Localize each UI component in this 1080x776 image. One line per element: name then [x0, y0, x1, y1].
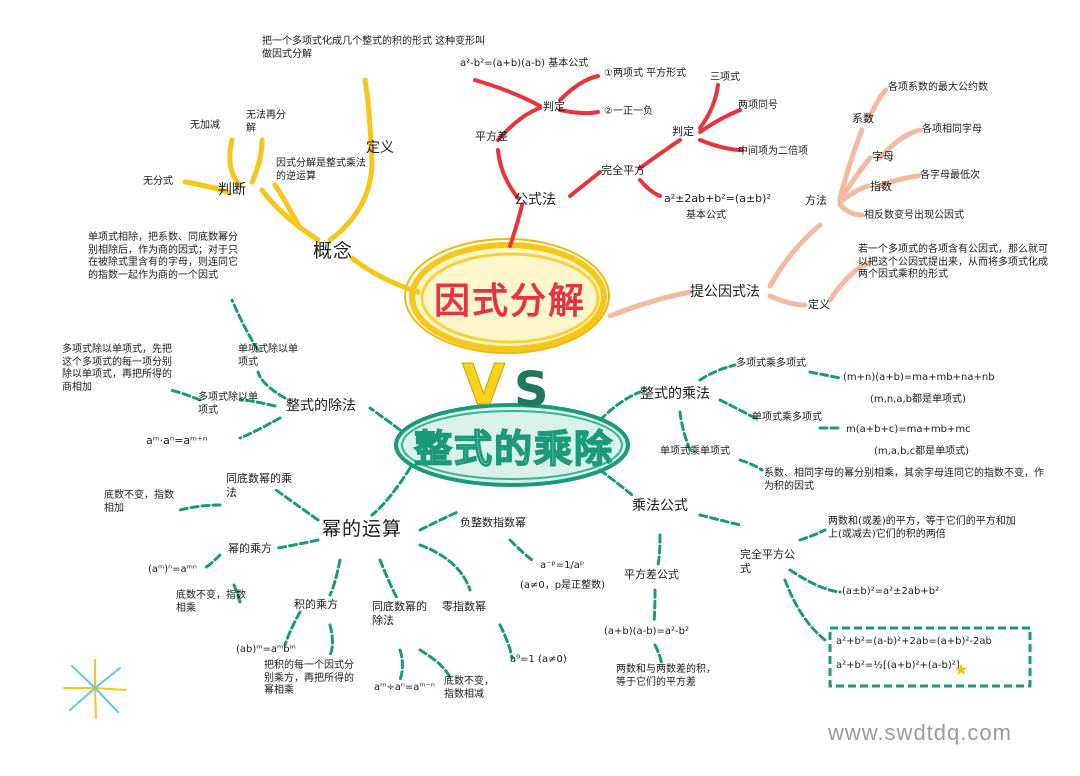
- power-of-power-rule: 底数不变，指数相乘: [176, 590, 246, 614]
- diff-squares-formula: a²-b²=(a+b)(a-b) 基本公式: [460, 58, 589, 69]
- neg-exp-formula: a⁻ᵖ=1/aᵖ: [540, 560, 585, 571]
- same-base-div-label: 同底数幂的除法: [372, 600, 427, 627]
- perfect-square-criterion-2: 两项同号: [738, 100, 778, 111]
- power-of-product-rule: 把积的每一个因式分别乘方，再把所得的幂相乘: [264, 660, 354, 696]
- perfect-square-criterion-3: 中间项为二倍项: [738, 146, 808, 157]
- judge-item-no-fraction: 无分式: [143, 176, 173, 187]
- method-item-exponent: 指数: [870, 180, 892, 193]
- division-formula: aᵐ·aⁿ=aᵐ⁺ⁿ: [146, 434, 208, 447]
- box-formula-2: a²+b²=½[(a+b)²+(a-b)²]: [836, 660, 960, 671]
- formula-method-label: 公式法: [514, 192, 556, 208]
- center-top-bubble: [404, 238, 610, 354]
- method-detail-lowest: 各字母最低次: [920, 170, 980, 181]
- poly-div-rule: 多项式除以单项式，先把这个多项式的每一项分别除以单项式，再把所得的商相加: [62, 344, 172, 393]
- formula-branches: [473, 74, 744, 248]
- watermark-url: www.swdtdq.com: [828, 720, 1012, 745]
- zero-exp-label: 零指数幂: [442, 600, 486, 613]
- perfect-square-label: 完全平方: [601, 164, 645, 177]
- mono-mono-rule: 系数、相同字母的幂分别相乘，其余字母连同它的指数不变，作为积的因式: [764, 468, 1044, 492]
- diff-squares-criterion-2: ②一正一负: [604, 106, 653, 117]
- perfect-square-expansion: (a±b)²=a²±2ab+b²: [842, 586, 940, 597]
- cf-definition-text: 若一个多项式的各项含有公因式，那么就可以把这个公因式提出来，从而将多项式化成两个…: [858, 244, 1048, 280]
- firework-doodle: [63, 659, 127, 719]
- power-of-power-formula: (aᵐ)ⁿ=aᵐⁿ: [148, 564, 197, 575]
- division-branches: [168, 298, 402, 440]
- neg-exp-label: 负整数指数幂: [460, 516, 526, 529]
- diff-squares-formula-label: 平方差公式: [624, 568, 679, 581]
- concept-branches: [182, 77, 421, 295]
- perfect-square-criterion-1: 三项式: [710, 72, 740, 83]
- poly-div-label: 多项式除以单项式: [198, 392, 258, 416]
- same-base-div-rule: 底数不变，指数相减: [444, 676, 494, 700]
- perfect-square-judge: 判定: [672, 125, 694, 138]
- box-formula-1: a²+b²=(a-b)²+2ab=(a+b)²-2ab: [836, 636, 992, 647]
- mono-div-rule: 单项式相除，把系数、同底数幂分别相除后，作为商的因式；对于只在被除式里含有的字母…: [88, 232, 238, 281]
- central-topic-factorization: 因式分解: [433, 281, 586, 322]
- definition-text: 把一个多项式化成几个整式的积的形式 这种变形叫做因式分解: [262, 36, 486, 60]
- multiplication-label: 整式的乘法: [640, 386, 710, 402]
- same-base-div-formula: aᵐ÷aⁿ=aᵐ⁻ⁿ: [374, 682, 435, 693]
- power-of-power-label: 幂的乘方: [228, 542, 272, 555]
- power-of-product-label: 积的乘方: [294, 598, 338, 611]
- diff-squares-product-formula: (a+b)(a-b)=a²-b²: [604, 626, 690, 637]
- mono-poly-note: (m,a,b,c都是单项式): [874, 446, 970, 457]
- mono-poly-label: 单项式乘多项式: [752, 412, 822, 423]
- star-icon: ★: [954, 660, 969, 679]
- mono-poly-formula: m(a+b+c)=ma+mb+mc: [846, 424, 971, 435]
- vs-letter-s: S: [514, 362, 549, 418]
- zero-exp-formula: a⁰=1 (a≠0): [510, 654, 567, 665]
- concept-note: 因式分解是整式乘法的逆运算: [276, 158, 366, 182]
- perfect-square-formula-label: 完全平方公式: [740, 548, 795, 575]
- mono-div-label: 单项式除以单项式: [238, 344, 298, 368]
- perfect-square-formula: a²±2ab+b²=(a±b)²: [664, 192, 771, 205]
- multiplication-branches: [598, 363, 844, 667]
- diff-squares-rule: 两数和与两数差的积，等于它们的平方差: [616, 664, 716, 688]
- method-label: 方法: [805, 194, 827, 207]
- method-detail-gcd: 各项系数的最大公约数: [888, 82, 988, 93]
- diff-squares-criterion-1: ①两项式 平方形式: [604, 68, 687, 79]
- concept-label: 概念: [313, 240, 354, 262]
- mono-mono-label: 单项式乘单项式: [660, 446, 730, 457]
- power-ops-label: 幂的运算: [322, 518, 403, 540]
- definition-label: 定义: [366, 140, 394, 156]
- same-base-mul-rule: 底数不变，指数相加: [104, 490, 174, 514]
- cf-definition-label: 定义: [808, 298, 830, 311]
- method-item-opposite: 相反数变号出现公因式: [864, 210, 964, 221]
- method-item-coefficient: 系数: [852, 112, 874, 125]
- power-branches: [178, 466, 534, 682]
- center-bottom-bubble: [394, 403, 630, 487]
- poly-poly-formula: (m+n)(a+b)=ma+mb+na+nb: [843, 372, 995, 383]
- method-item-letter: 字母: [872, 150, 894, 163]
- perfect-square-rule: 两数和(或差)的平方，等于它们的平方和加上(或减去)它们的积的两倍: [828, 516, 1016, 540]
- poly-poly-label: 多项式乘多项式: [736, 358, 806, 369]
- method-detail-letters: 各项相同字母: [922, 124, 982, 135]
- perfect-square-formula-note: 基本公式: [686, 210, 726, 221]
- vs-letter-v: V: [461, 353, 506, 418]
- power-of-product-formula: (ab)ᵐ=aᵐbᵐ: [236, 644, 296, 655]
- judge-item-irreducible: 无法再分解: [246, 110, 286, 134]
- judge-label: 判断: [218, 182, 246, 198]
- formula-box: [828, 626, 1032, 688]
- neg-exp-note: (a≠0，p是正整数): [520, 580, 606, 591]
- diff-squares-judge: 判定: [543, 100, 565, 113]
- formulas-label: 乘法公式: [632, 498, 688, 514]
- central-topic-polynomial-mul-div: 整式的乘除: [413, 426, 614, 472]
- judge-item-no-addsub: 无加减: [190, 120, 220, 131]
- poly-poly-note: (m,n,a,b都是单项式): [870, 394, 966, 405]
- common-factor-branches: [607, 87, 923, 319]
- same-base-mul-label: 同底数幂的乘法: [226, 472, 292, 499]
- division-label: 整式的除法: [286, 398, 356, 414]
- common-factor-label: 提公因式法: [690, 284, 760, 300]
- diff-squares-label: 平方差: [475, 130, 508, 143]
